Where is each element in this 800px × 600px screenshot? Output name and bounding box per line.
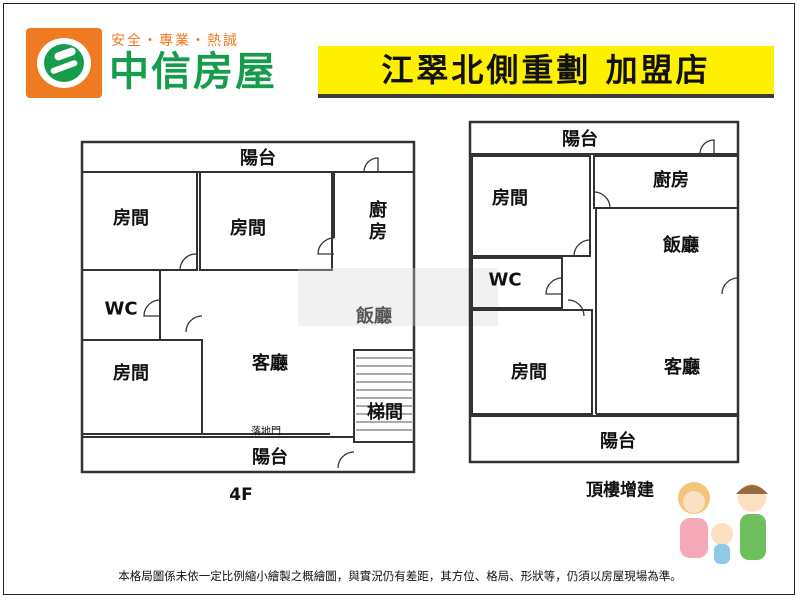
label-4f-dining: 飯廳 (356, 306, 392, 327)
brand-name: 中信房屋 (109, 49, 277, 95)
door-swing-icon (143, 157, 379, 469)
watermark (298, 268, 498, 326)
door-swing-icon (545, 139, 739, 317)
label-top-room2: 房間 (511, 362, 547, 383)
label-top-room1: 房間 (492, 188, 528, 209)
label-top-living: 客廳 (664, 357, 700, 378)
store-banner: 江翠北側重劃 加盟店 (318, 46, 774, 98)
label-4f-balcony-top: 陽台 (240, 148, 276, 169)
label-top-wc: WC (488, 269, 522, 291)
label-4f-balcony-bottom: 陽台 (252, 447, 288, 468)
label-4f-room1: 房間 (113, 208, 149, 229)
page-frame (3, 3, 795, 595)
label-4f-room3: 房間 (113, 363, 149, 384)
label-top-balcony-bottom: 陽台 (600, 431, 636, 452)
family-illustration-icon (660, 478, 788, 566)
label-4f-french-door: 落地門 (251, 426, 281, 438)
brand-logo-icon (26, 28, 102, 98)
label-top-dining: 飯廳 (663, 235, 699, 256)
store-name: 江翠北側重劃 加盟店 (381, 51, 711, 89)
label-4f-wc: WC (104, 298, 138, 320)
label-top-kitchen: 廚房 (653, 170, 689, 191)
disclaimer-text: 本格局圖係未依一定比例縮小繪製之概繪圖，與實況仍有差距，其方位、格局、形狀等，仍… (118, 569, 682, 583)
brand-slogan: 安全・專業・熱誠 (111, 33, 239, 49)
caption-top: 頂樓增建 (586, 480, 654, 501)
label-4f-room2: 房間 (230, 218, 266, 239)
label-4f-stairs: 梯間 (367, 402, 403, 423)
label-4f-living: 客廳 (252, 353, 288, 374)
label-4f-kitchen: 廚房 (366, 200, 387, 244)
caption-4f: 4F (229, 485, 253, 505)
label-top-balcony-top: 陽台 (562, 129, 598, 150)
